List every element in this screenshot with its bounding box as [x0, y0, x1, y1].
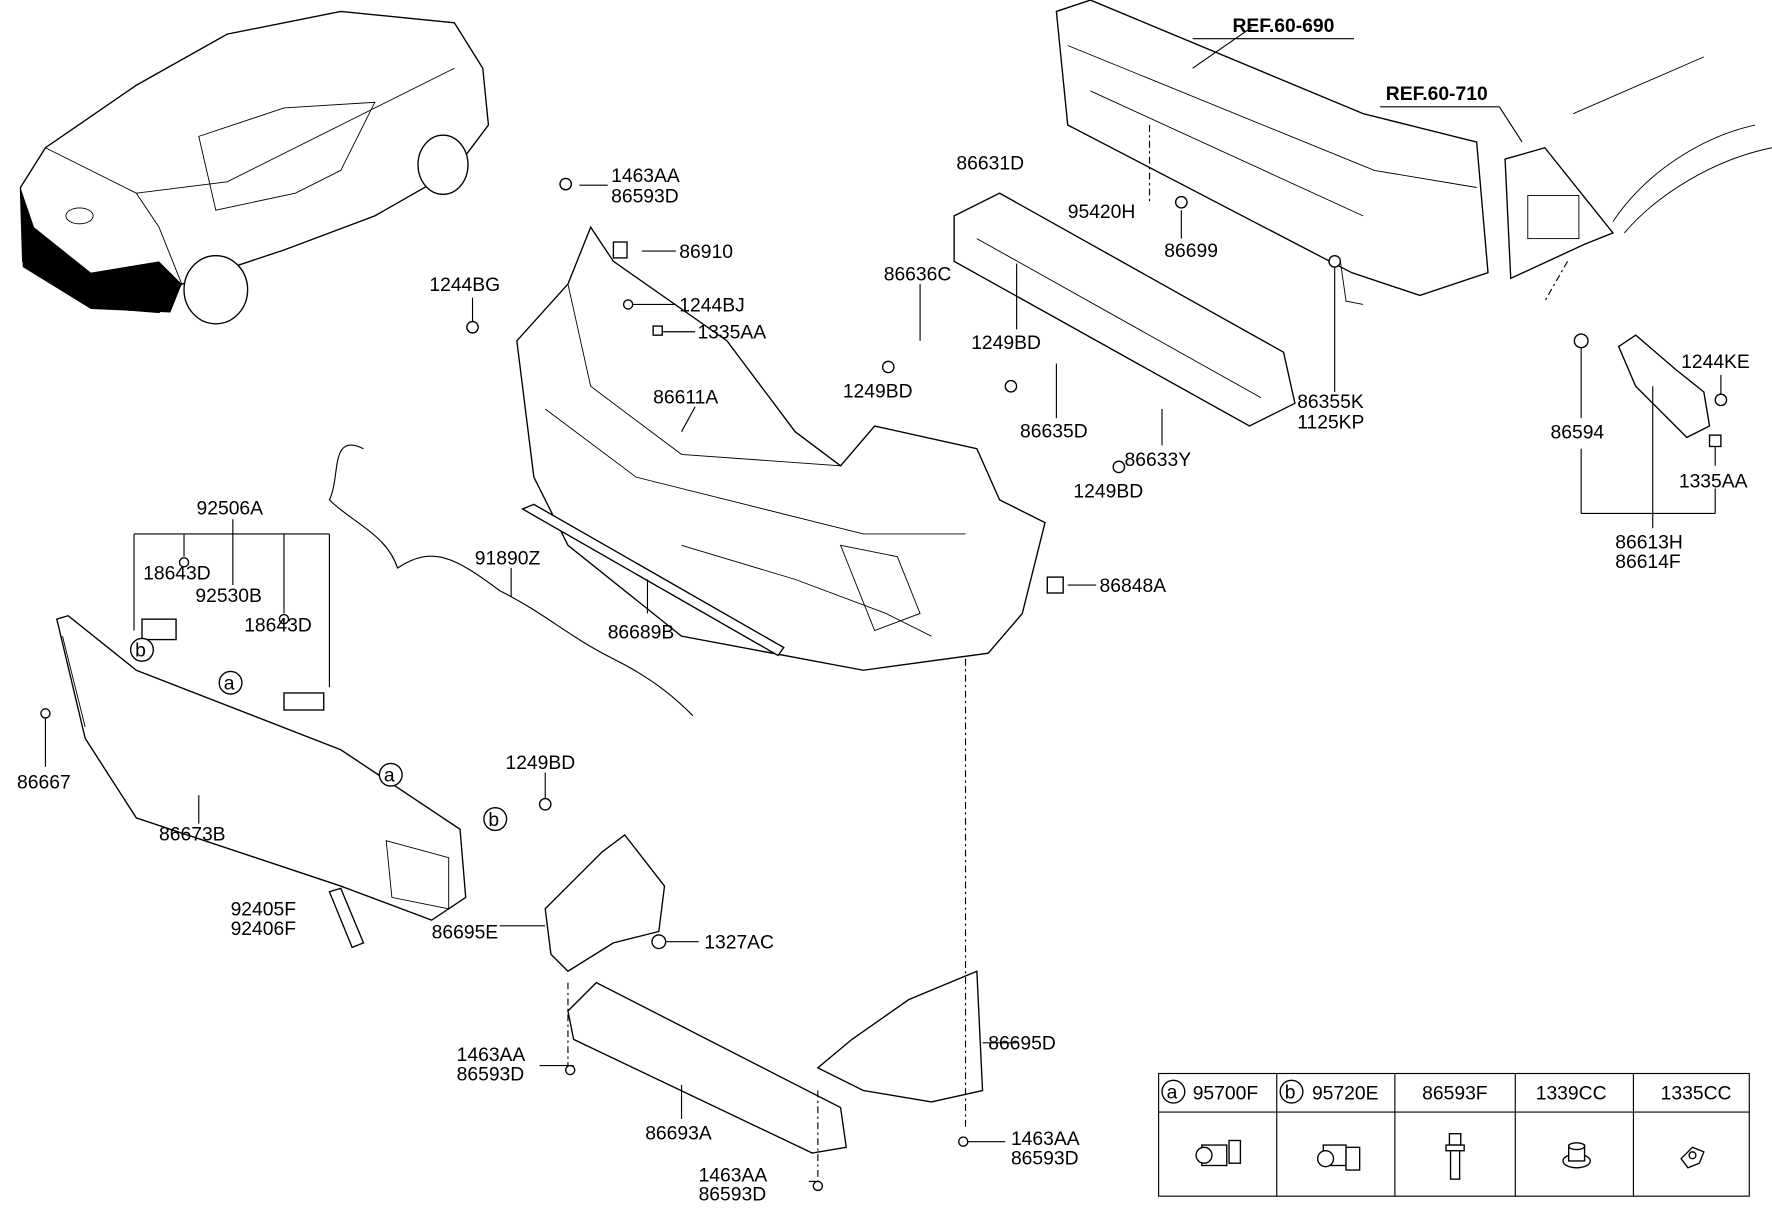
fastener-icons	[40, 177, 1728, 1192]
part-label: 86667	[17, 772, 71, 793]
rear-panel-illustration	[1055, 0, 1489, 305]
part-label: 1244BG	[429, 275, 500, 296]
part-label: 92406F	[231, 919, 297, 940]
part-label: 86695D	[988, 1034, 1056, 1055]
part-label: 86613H	[1615, 533, 1683, 554]
legend-marker-b: b	[1285, 1082, 1296, 1103]
reflector-92405F	[328, 887, 365, 949]
part-label: 1125KP	[1297, 412, 1364, 433]
under-cover-86693A	[567, 981, 848, 1154]
side-bracket-86613H	[1617, 334, 1711, 439]
callout-a: a	[224, 674, 235, 695]
part-label: 1249BD	[505, 753, 575, 774]
part-label: 1463AA	[699, 1165, 768, 1186]
part-label: 86693A	[645, 1123, 712, 1144]
part-label: 86593D	[699, 1185, 767, 1206]
part-label: 95420H	[1068, 202, 1136, 223]
callout-b: b	[488, 810, 499, 831]
part-label: 1463AA	[1011, 1129, 1080, 1150]
part-label: 1335AA	[1679, 471, 1748, 492]
side-panel-illustration	[1504, 56, 1772, 280]
leader-lines	[44, 26, 1722, 1182]
part-label: 86910	[679, 242, 733, 263]
part-label: 92405F	[231, 900, 297, 921]
ref-label-60-690[interactable]: REF.60-690	[1232, 16, 1334, 37]
part-label: 1244KE	[1681, 352, 1750, 373]
part-label: 1463AA	[457, 1045, 526, 1066]
part-label: 86593D	[1011, 1148, 1079, 1169]
part-label: 86636C	[884, 265, 952, 286]
part-label: 1327AC	[704, 933, 774, 954]
part-label: 1249BD	[1073, 482, 1143, 503]
part-label: 86633Y	[1125, 450, 1192, 471]
legend-part-1339CC: 1339CC	[1536, 1084, 1607, 1105]
part-label: 86355K	[1297, 392, 1364, 413]
part-label: 86631D	[956, 153, 1024, 174]
legend-part-95700F: 95700F	[1193, 1084, 1259, 1105]
splash-shield-86695D	[816, 970, 984, 1103]
part-label: 86635D	[1020, 421, 1088, 442]
bolt-icon	[1445, 1133, 1465, 1180]
part-label: 18643D	[244, 616, 312, 637]
car-overview-illustration	[19, 10, 490, 325]
part-label: 1249BD	[971, 333, 1041, 354]
part-label: 86593D	[611, 186, 679, 207]
lower-garnish-86673B	[55, 614, 467, 921]
parking-sensor-icon	[1195, 1139, 1242, 1167]
bumper-beam-86631D	[953, 192, 1296, 427]
legend-marker-a: a	[1167, 1082, 1178, 1103]
legend-part-86593F: 86593F	[1422, 1084, 1488, 1105]
part-labels: 1463AA 86593D 86910 1244BG 1244BJ 1335AA…	[17, 153, 1750, 1205]
part-label: 1244BJ	[679, 295, 744, 316]
splash-shield-86695E	[544, 834, 666, 973]
legend-part-1335CC: 1335CC	[1661, 1084, 1732, 1105]
parts-legend-table: a 95700F b 95720E 86593F 1339CC 1335CC	[1158, 1072, 1750, 1197]
part-label: 1335AA	[697, 323, 766, 344]
bumper-strip-86689B	[520, 503, 785, 657]
part-label: 86689B	[608, 622, 675, 643]
part-label: 86594	[1551, 423, 1605, 444]
ref-label-60-710[interactable]: REF.60-710	[1386, 84, 1488, 105]
part-label: 86699	[1164, 241, 1218, 262]
part-label: 86848A	[1100, 576, 1167, 597]
part-label: 86695E	[432, 922, 499, 943]
part-label: 86611A	[653, 387, 718, 408]
parking-sensor-icon	[1316, 1144, 1361, 1171]
part-label: 86593D	[457, 1064, 525, 1085]
legend-part-95720E: 95720E	[1312, 1084, 1379, 1105]
callout-b: b	[135, 641, 146, 662]
callout-markers: b a a b	[129, 637, 508, 832]
nut-icon	[1562, 1142, 1591, 1169]
part-label: 92530B	[195, 586, 262, 607]
part-label: 1463AA	[611, 166, 680, 187]
part-label: 1249BD	[843, 382, 913, 403]
part-label: 91890Z	[475, 549, 541, 570]
part-label: 18643D	[143, 563, 211, 584]
bumper-cover-86611A	[516, 225, 1046, 671]
wiring-harness-91890Z	[328, 444, 694, 717]
part-label: 86614F	[1615, 552, 1681, 573]
part-label: 86673B	[159, 825, 226, 846]
clip-nut-icon	[1680, 1146, 1705, 1169]
callout-a: a	[384, 766, 395, 787]
part-label: 92506A	[197, 499, 264, 520]
